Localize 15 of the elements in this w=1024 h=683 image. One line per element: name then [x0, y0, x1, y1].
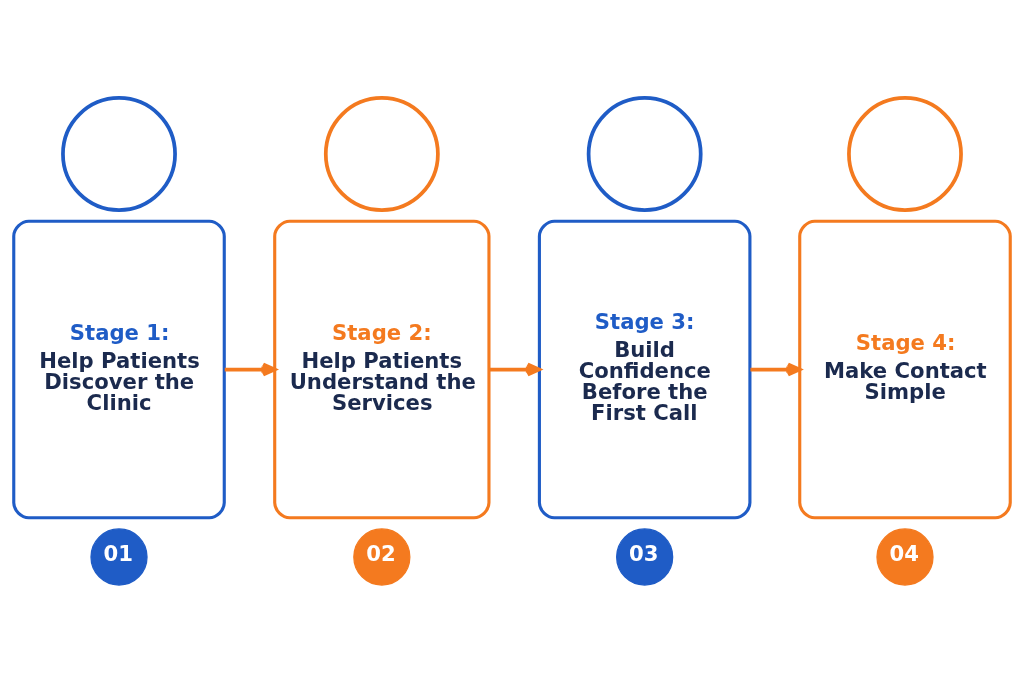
node-circle: 04 [876, 528, 934, 586]
arrow [750, 362, 802, 377]
node-circle [323, 96, 440, 212]
node-circle [586, 96, 703, 212]
node-circle: 02 [353, 528, 411, 586]
node-box: Stage 3: Build Confidence Before the First Call [537, 219, 752, 520]
node-circle: 01 [90, 528, 148, 586]
node-box: Stage 1: Help Patients Discover the Clinic [12, 219, 226, 520]
arrow [489, 362, 541, 377]
arrow [224, 362, 277, 377]
node-box: Stage 4: Make Contact Simple [798, 219, 1012, 520]
node-box: Stage 2: Help Patients Understand the Services [273, 219, 491, 520]
node-circle: 03 [616, 528, 674, 586]
node-circle [61, 96, 177, 212]
node-circle [847, 96, 963, 212]
